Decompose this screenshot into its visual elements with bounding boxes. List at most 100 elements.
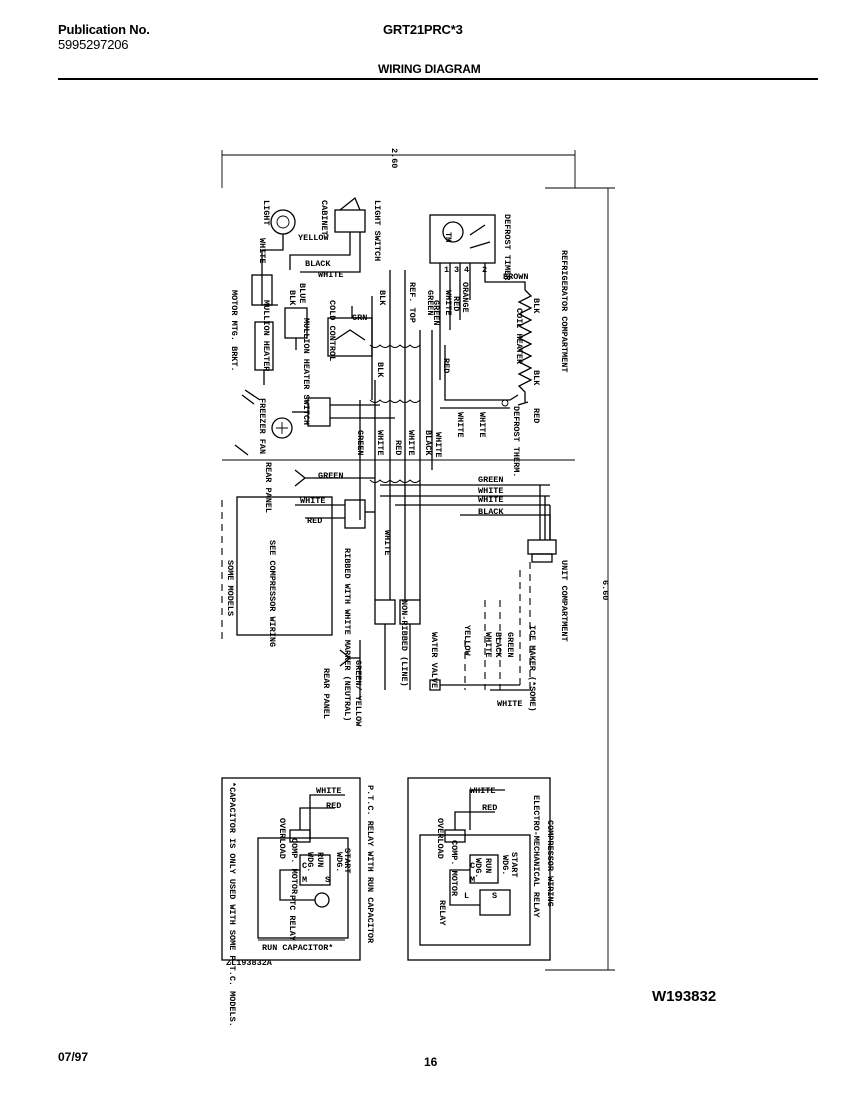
label-ribbed: RIBBED WITH WHITE MARKER (NEUTRAL) — [342, 548, 352, 721]
label-red-mid: RED — [441, 358, 451, 373]
label-defrost-timer: DEFROST TIMER — [502, 214, 512, 281]
label-white-ptc: WHITE — [316, 786, 342, 796]
label-blk-mullion: BLK — [287, 290, 297, 306]
label-white-bundle-3: WHITE — [433, 432, 443, 458]
label-unit-compartment: UNIT COMPARTMENT — [559, 560, 569, 642]
label-white-valve: WHITE — [497, 699, 523, 709]
label-white-therm: WHITE — [477, 412, 487, 438]
label-yellow-valve: YELLOW — [462, 625, 472, 657]
label-blk-heater-top: BLK — [531, 298, 541, 314]
diagram-labels: LIGHT CABINET LIGHT SWITCH YELLOW WHITE … — [225, 200, 569, 1027]
label-capacitor-note: *CAPACITOR IS ONLY USED WITH SOME P.T.C.… — [227, 782, 237, 1027]
label-cold-control: COLD CONTROL — [327, 300, 337, 361]
label-rear-panel-bottom: REAR PANEL — [321, 668, 331, 719]
label-light: LIGHT — [261, 200, 271, 226]
page-number: 16 — [424, 1055, 438, 1069]
label-brown: BROWN — [503, 272, 529, 282]
label-blk-cold: BLK — [377, 290, 387, 306]
label-c-ptc: C — [302, 861, 307, 871]
label-m-ptc: M — [302, 875, 307, 885]
label-comp-motor-ptc: COMP. MOTOR — [289, 838, 299, 895]
dimension-right: 6.60 — [600, 580, 610, 600]
label-c-em: C — [470, 861, 475, 871]
label-timer-4: 4 — [464, 265, 469, 275]
ptc-relay-box — [221, 777, 361, 961]
label-ptc-relay-short: PTC RELAY — [287, 895, 297, 942]
header-rule — [58, 78, 818, 80]
label-red-ptc: RED — [326, 801, 341, 811]
label-white-ice: WHITE — [483, 632, 493, 658]
label-ice-maker: ICE MAKER (*SOME) — [527, 625, 537, 712]
dimension-lines — [221, 150, 615, 971]
label-overload-em: OVERLOAD — [435, 818, 445, 859]
label-timer-3: 3 — [454, 265, 459, 275]
middle-harness — [221, 469, 557, 700]
label-wdg-ptc-1: WDG. — [334, 852, 344, 872]
label-white-top: WHITE — [318, 270, 344, 280]
label-blk-heater-bottom: BLK — [531, 370, 541, 386]
label-motor-mtg-brkt: MOTOR MTG. BRKT. — [229, 290, 239, 372]
label-green-ice: GREEN — [505, 632, 515, 658]
label-white-therm-2: WHITE — [455, 412, 465, 438]
label-red-heater: RED — [531, 408, 541, 423]
label-white-ribbed: WHITE — [382, 530, 392, 556]
label-l-em: L — [464, 891, 469, 901]
label-run-capacitor: RUN CAPACITOR* — [262, 943, 333, 953]
label-refrigerator-compartment: REFRIGERATOR COMPARTMENT — [559, 250, 569, 372]
label-white-bundle: WHITE — [375, 430, 385, 456]
label-green-yellow: GREEN/ YELLOW — [353, 660, 363, 727]
label-wdg-ptc-2: WDG. — [305, 852, 315, 872]
label-white-bundle-2: WHITE — [406, 430, 416, 456]
label-some-models: SOME MODELS — [225, 560, 235, 616]
label-white-light: WHITE — [257, 238, 267, 264]
publication-number: 5995297206 — [58, 37, 129, 52]
label-non-ribbed: NON-RIBBED (LINE) — [399, 600, 409, 687]
label-freezer-fan: FREEZER FAN — [257, 398, 267, 454]
label-wdg-em-1: WDG. — [500, 855, 510, 875]
label-red-bundle: RED — [393, 440, 403, 455]
label-red-timer: RED — [451, 296, 461, 311]
label-m-em: M — [470, 875, 475, 885]
label-s-ptc: S — [325, 875, 330, 885]
label-coil-heater: COIL HEATER — [514, 308, 524, 365]
label-black-h: BLACK — [478, 507, 504, 517]
label-cabinet: CABINET — [319, 200, 329, 236]
label-orange: ORANGE — [460, 282, 470, 313]
label-red-em: RED — [482, 803, 497, 813]
label-see-compressor-wiring: SEE COMPRESSOR WIRING — [267, 540, 277, 647]
label-black-top: BLACK — [305, 259, 331, 269]
label-code: ZL193832A — [226, 958, 273, 968]
model-number: GRT21PRC*3 — [383, 22, 463, 37]
label-yellow-top: YELLOW — [298, 233, 330, 243]
electro-mechanical-relay-box — [407, 777, 551, 961]
label-water-valve: WATER VALVE — [429, 632, 439, 688]
label-timer-2: 2 — [482, 265, 487, 275]
label-green-rear: GREEN — [318, 471, 344, 481]
label-white-comp: WHITE — [300, 496, 326, 506]
label-green-cold: GREEN — [431, 300, 441, 326]
dimension-top: 2.60 — [389, 148, 399, 168]
label-green-fan: GREEN — [355, 430, 365, 456]
label-ref-top: REF. TOP — [407, 282, 417, 323]
label-comp-motor-em: COMP. MOTOR — [449, 840, 459, 897]
label-ptc-relay: P.T.C. RELAY WITH RUN CAPACITOR — [365, 785, 375, 944]
footer-date: 07/97 — [58, 1050, 89, 1064]
label-red-comp: RED — [307, 516, 322, 526]
label-white-h1: WHITE — [478, 486, 504, 496]
label-tm: TM — [443, 232, 453, 242]
label-white-timer: WHITE — [443, 290, 453, 316]
label-grn: GRN — [352, 313, 367, 323]
label-blue: BLUE — [297, 283, 307, 303]
label-start-ptc: START — [342, 848, 352, 874]
label-run-em: RUN — [483, 858, 493, 873]
label-rear-panel-top: REAR PANEL — [263, 462, 273, 513]
label-compressor-wiring: COMPRESSOR WIRING — [545, 820, 555, 907]
label-overload-ptc: OVERLOAD — [277, 818, 287, 859]
label-white-h2: WHITE — [478, 495, 504, 505]
label-green-ref: GREEN — [425, 290, 435, 316]
section-title: WIRING DIAGRAM — [378, 62, 481, 76]
label-s-em: S — [492, 891, 497, 901]
label-relay-em: RELAY — [437, 900, 447, 926]
diagram-id: W193832 — [652, 988, 717, 1005]
